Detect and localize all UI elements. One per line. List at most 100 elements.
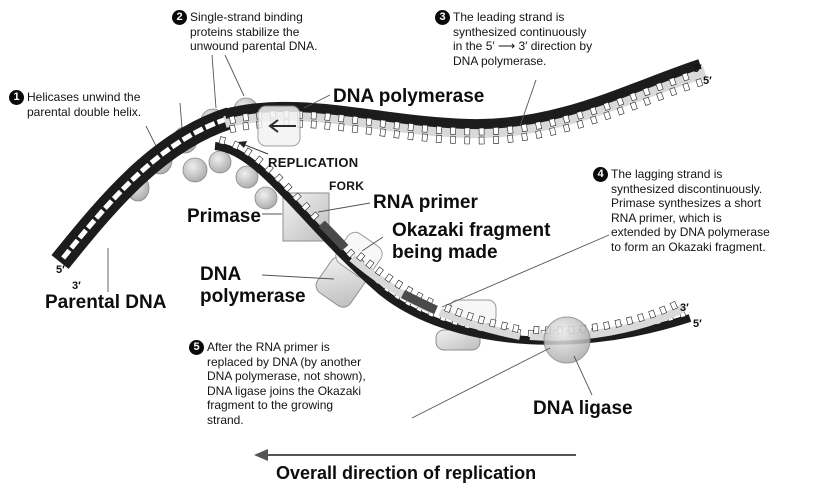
base-pair	[616, 97, 625, 107]
label-fork: Fork	[329, 179, 365, 193]
base-pair	[466, 311, 474, 321]
base-pair	[274, 173, 284, 183]
base-pair	[548, 118, 557, 127]
base-pair	[218, 136, 226, 145]
base-pair	[603, 321, 610, 330]
base-pair	[603, 111, 612, 121]
step-2-badge: 2	[172, 10, 187, 25]
ssb-protein	[254, 186, 278, 210]
base-pair	[264, 164, 274, 174]
base-pair	[477, 315, 486, 325]
step-1-badge: 1	[9, 90, 24, 105]
base-pair	[450, 135, 457, 144]
base-pair	[464, 127, 471, 136]
base-pair	[365, 117, 373, 126]
base-pair	[655, 82, 664, 92]
base-pair	[421, 124, 429, 133]
base-pair	[562, 123, 571, 133]
base-pair	[450, 126, 457, 135]
label-parental-dna: Parental DNA	[45, 292, 167, 313]
base-pair	[669, 87, 678, 97]
base-pair	[394, 279, 404, 290]
base-pair	[379, 119, 387, 128]
leader-line	[303, 94, 331, 109]
base-pair	[535, 130, 543, 139]
base-pair	[576, 110, 584, 120]
base-pair	[549, 127, 557, 136]
base-pair	[507, 125, 514, 134]
base-pair	[421, 133, 428, 142]
base-pair	[656, 91, 665, 101]
base-pair	[384, 273, 394, 283]
leader-line	[211, 54, 217, 109]
base-pair-gap	[85, 218, 97, 230]
replication-fork-arrowhead	[238, 141, 247, 148]
base-pair	[576, 119, 585, 129]
base-pair	[695, 78, 704, 88]
leader-line	[519, 79, 537, 127]
step-4-badge: 4	[593, 167, 608, 182]
base-pair	[374, 266, 384, 277]
base-pair	[228, 115, 237, 125]
base-pair	[590, 115, 598, 125]
base-pair	[535, 121, 543, 130]
step-1-text: Helicases unwind the parental double hel…	[27, 90, 142, 119]
base-pair	[407, 132, 414, 141]
base-pair-gap	[61, 248, 72, 260]
base-pair	[643, 96, 651, 106]
overall-direction-arrowhead-icon	[254, 449, 268, 461]
base-pair-gap	[159, 146, 171, 157]
okazaki-fragment	[438, 308, 521, 340]
label-dna-polymerase-lagging-1: DNA	[200, 264, 242, 285]
base-pair	[338, 123, 345, 132]
ssb-protein	[208, 150, 232, 174]
step-5-badge: 5	[189, 340, 204, 355]
base-pair	[242, 122, 250, 131]
label-being-made: being made	[392, 242, 498, 263]
base-pair	[345, 248, 356, 259]
base-pair	[365, 259, 375, 269]
leader-line	[224, 54, 245, 97]
base-pair	[393, 130, 400, 139]
step-5-text: After the RNA primer is replaced by DNA …	[207, 340, 366, 427]
base-pair-gap	[149, 154, 161, 165]
base-pair	[492, 127, 499, 135]
base-pair	[407, 123, 415, 132]
leader-line	[361, 236, 384, 252]
base-pair	[393, 121, 401, 130]
base-pair	[324, 112, 331, 121]
label-overall-direction: Overall direction of replication	[276, 463, 537, 483]
base-pair-gap	[170, 139, 182, 150]
label-dna-ligase: DNA ligase	[533, 398, 633, 419]
base-pair-gap	[192, 126, 205, 136]
label-okazaki-fragment: Okazaki fragment	[392, 220, 551, 241]
leading-5-prime-label: 5′	[703, 75, 712, 87]
base-pair	[478, 127, 485, 136]
label-rna-primer: RNA primer	[373, 192, 478, 213]
base-pair	[455, 308, 463, 318]
base-pair	[356, 252, 366, 262]
base-pair	[614, 319, 622, 328]
leader-line	[145, 125, 157, 147]
base-pair	[310, 120, 317, 129]
base-pair	[681, 72, 690, 82]
base-pair	[351, 124, 359, 134]
label-replication: Replication	[268, 155, 359, 170]
base-pair	[351, 115, 359, 125]
base-pair	[464, 136, 471, 145]
leader-line	[317, 202, 371, 213]
base-pair-gap	[94, 208, 105, 220]
base-pair	[283, 182, 293, 193]
base-pair-gap	[181, 132, 193, 143]
leader-line	[573, 355, 593, 396]
base-pair	[625, 316, 634, 326]
label-dna-polymerase-leading: DNA polymerase	[333, 86, 485, 107]
base-pair	[682, 82, 691, 92]
base-pair	[521, 123, 528, 133]
base-pair	[629, 92, 638, 102]
